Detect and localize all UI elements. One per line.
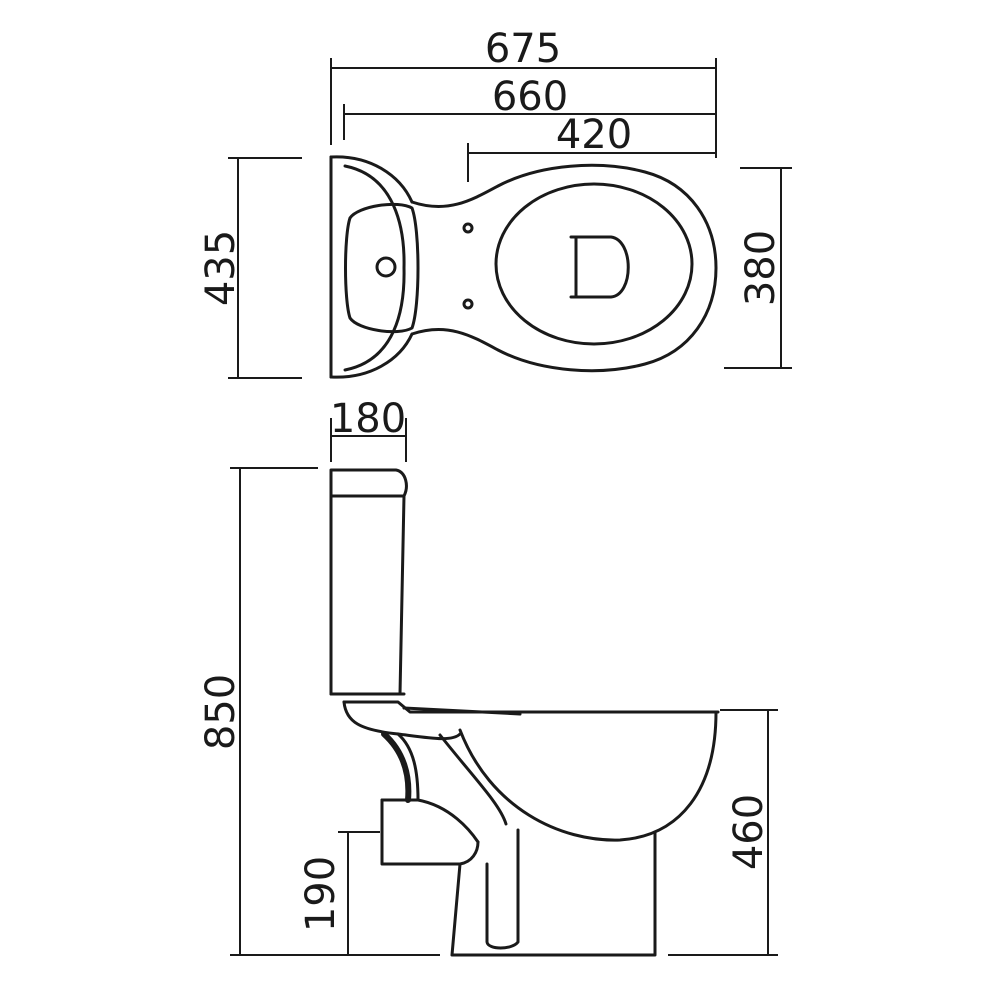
top-view: 675 660 420 435 380	[198, 26, 792, 379]
side-view: 180 850 460 190	[198, 396, 778, 957]
dim-overall-length: 675	[330, 26, 717, 158]
dim-pan-length: 660	[343, 74, 716, 140]
dim-bowl-width: 380	[724, 167, 792, 369]
dim-tank-depth: 180	[330, 396, 407, 462]
dim-tank-width: 435	[198, 157, 302, 379]
label-190: 190	[298, 856, 344, 932]
label-850: 850	[198, 674, 244, 750]
dim-seat-length: 420	[467, 112, 716, 182]
dim-outlet-height: 190	[298, 831, 380, 955]
label-180: 180	[330, 396, 406, 442]
dim-seat-height: 460	[668, 709, 778, 956]
label-675: 675	[485, 26, 561, 72]
label-460: 460	[726, 794, 772, 870]
label-420: 420	[556, 112, 632, 158]
toilet-top-outline	[329, 155, 718, 379]
label-435: 435	[198, 230, 244, 306]
toilet-side-outline	[329, 468, 720, 957]
dim-overall-height: 850	[198, 467, 440, 956]
label-660: 660	[492, 74, 568, 120]
label-380: 380	[738, 230, 784, 306]
